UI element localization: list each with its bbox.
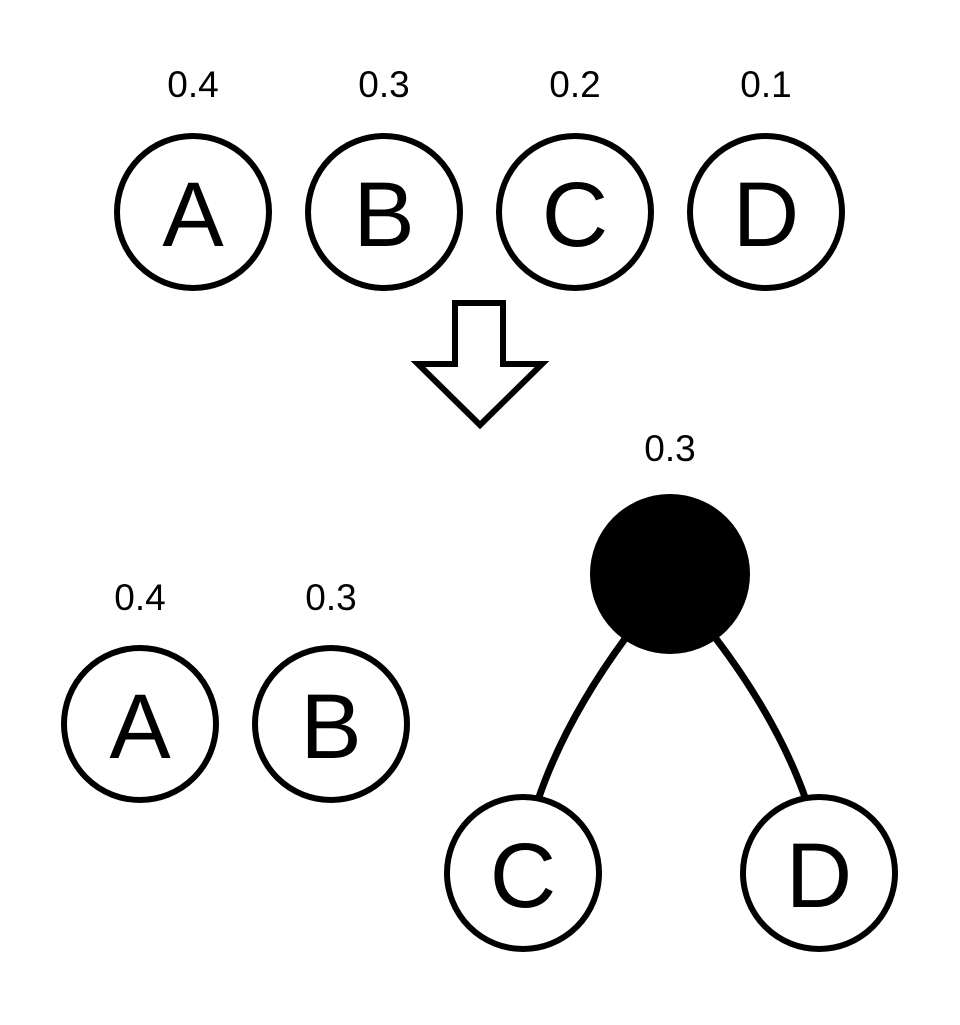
merged-subtree: 0.3 C D bbox=[444, 428, 898, 952]
edge-to-c bbox=[534, 632, 631, 804]
edge-to-d bbox=[710, 632, 810, 804]
top-row: 0.4 A 0.3 B 0.2 C 0.1 D bbox=[114, 64, 845, 291]
top-node-b-label: B bbox=[353, 164, 414, 266]
top-node-b-probability: 0.3 bbox=[358, 64, 409, 105]
merged-node-probability: 0.3 bbox=[644, 428, 695, 469]
child-node-d-label: D bbox=[786, 825, 852, 927]
top-node-a-label: A bbox=[162, 164, 224, 266]
top-node-d-circle bbox=[687, 133, 845, 291]
top-node-c-label: C bbox=[542, 164, 608, 266]
child-node-d-circle bbox=[740, 794, 898, 952]
bottom-node-b-probability: 0.3 bbox=[305, 577, 356, 618]
top-node-d: 0.1 D bbox=[687, 64, 845, 291]
bottom-node-a: 0.4 A bbox=[61, 577, 219, 803]
bottom-node-b-label: B bbox=[300, 676, 361, 778]
bottom-node-a-circle bbox=[61, 645, 219, 803]
bottom-node-a-probability: 0.4 bbox=[114, 577, 165, 618]
down-arrow-icon bbox=[410, 300, 550, 430]
top-node-a-probability: 0.4 bbox=[167, 64, 218, 105]
child-node-c-label: C bbox=[490, 825, 556, 927]
bottom-node-b: 0.3 B bbox=[252, 577, 410, 803]
top-node-a-circle bbox=[114, 133, 272, 291]
child-node-d: D bbox=[740, 794, 898, 952]
top-node-c-circle bbox=[496, 133, 654, 291]
bottom-row: 0.4 A 0.3 B bbox=[61, 577, 410, 803]
top-node-b-circle bbox=[305, 133, 463, 291]
top-node-d-probability: 0.1 bbox=[740, 64, 791, 105]
top-node-c-probability: 0.2 bbox=[549, 64, 600, 105]
top-node-b: 0.3 B bbox=[305, 64, 463, 291]
child-node-c-circle bbox=[444, 794, 602, 952]
bottom-node-b-circle bbox=[252, 645, 410, 803]
bottom-node-a-label: A bbox=[109, 676, 171, 778]
merged-node-circle bbox=[590, 494, 750, 654]
child-node-c: C bbox=[444, 794, 602, 952]
top-node-c: 0.2 C bbox=[496, 64, 654, 291]
top-node-a: 0.4 A bbox=[114, 64, 272, 291]
top-node-d-label: D bbox=[733, 164, 799, 266]
